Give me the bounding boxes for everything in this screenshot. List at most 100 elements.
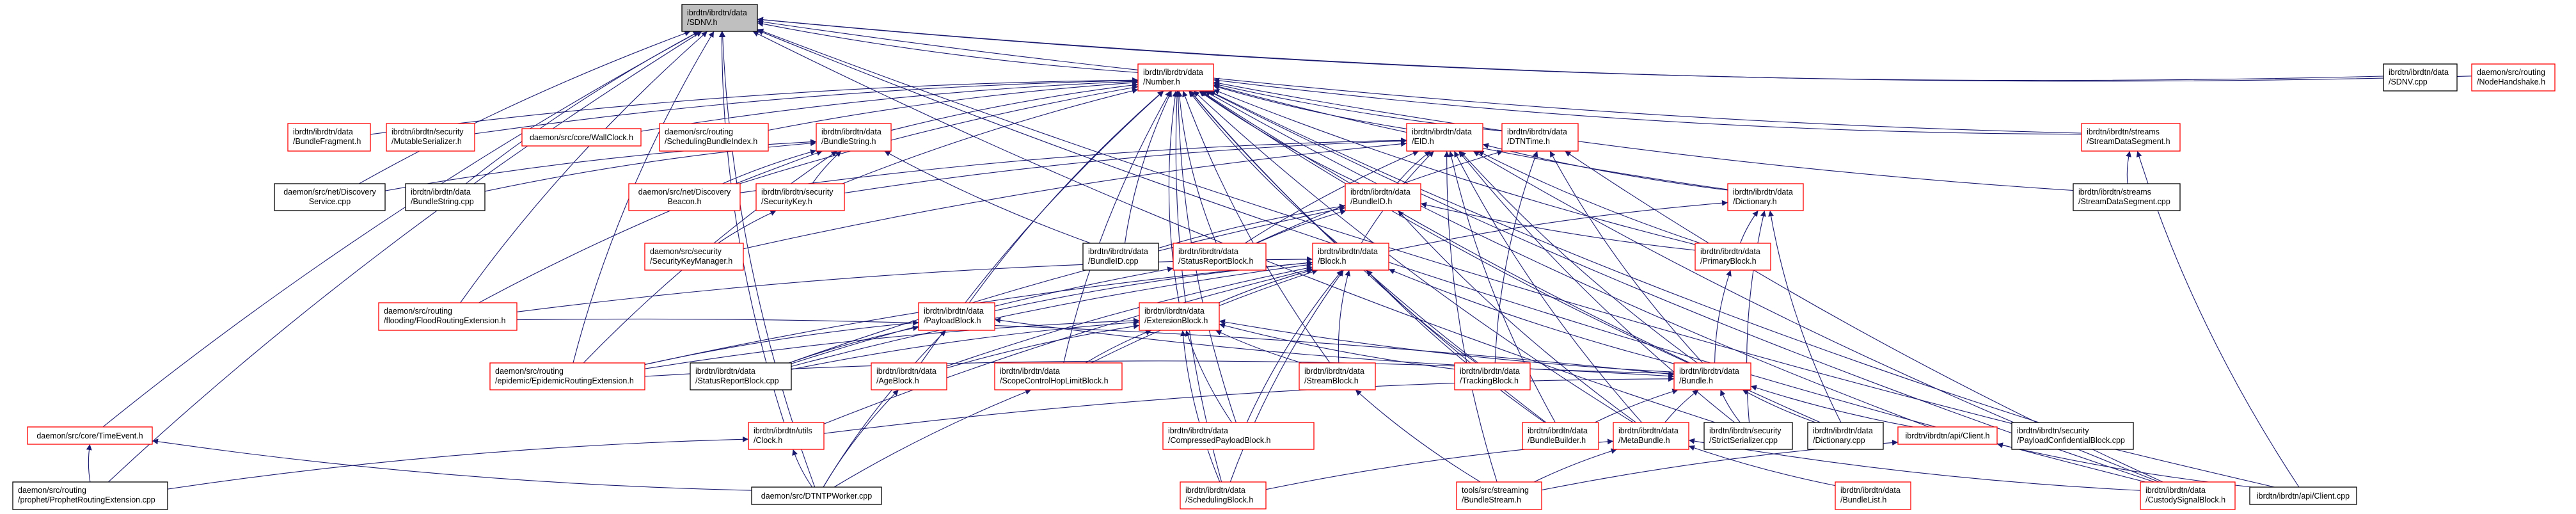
- node-label-line: ibrdtn/ibrdtn/security: [391, 127, 464, 136]
- node-schedulingblock-h[interactable]: ibrdtn/ibrdtn/data/SchedulingBlock.h: [1180, 481, 1267, 510]
- node-streamdataseg-h[interactable]: ibrdtn/ibrdtn/streams/StreamDataSegment.…: [2081, 123, 2181, 152]
- node-metabundle-h[interactable]: ibrdtn/ibrdtn/data/MetaBundle.h: [1613, 422, 1689, 450]
- node-bundle-h[interactable]: ibrdtn/ibrdtn/data/Bundle.h: [1673, 362, 1751, 390]
- node-bundlestring-h[interactable]: ibrdtn/ibrdtn/data/BundleString.h: [816, 123, 892, 152]
- node-bundleid-cpp[interactable]: ibrdtn/ibrdtn/data/BundleID.cpp: [1082, 243, 1159, 271]
- node-prophet-cpp[interactable]: daemon/src/routing/prophet/ProphetRoutin…: [12, 481, 168, 510]
- node-label-line: /flooding/FloodRoutingExtension.h: [384, 316, 505, 325]
- node-bundlestring-cpp[interactable]: ibrdtn/ibrdtn/data/BundleString.cpp: [405, 183, 486, 211]
- edge-custodysignal_h-to-sdnv_h: [757, 29, 2146, 483]
- node-label-line: ibrdtn/ibrdtn/data: [821, 127, 881, 136]
- node-wallclock-h[interactable]: daemon/src/core/WallClock.h: [521, 128, 642, 147]
- node-box: [2081, 123, 2181, 152]
- edge-primaryblock_h-to-bundleid_h: [1420, 202, 1696, 251]
- node-label-line: /BundleString.h: [821, 137, 876, 146]
- node-compressed-h[interactable]: ibrdtn/ibrdtn/data/CompressedPayloadBloc…: [1162, 422, 1315, 450]
- node-number-h[interactable]: ibrdtn/ibrdtn/data/Number.h: [1137, 63, 1214, 92]
- node-statusreportblock-h[interactable]: ibrdtn/ibrdtn/data/StatusReportBlock.h: [1173, 243, 1267, 271]
- node-box: [1312, 243, 1389, 271]
- node-timeevent-h[interactable]: daemon/src/core/TimeEvent.h: [27, 426, 153, 445]
- node-label-line: /AgeBlock.h: [876, 376, 919, 385]
- node-payloadblock-h[interactable]: ibrdtn/ibrdtn/data/PayloadBlock.h: [918, 302, 995, 331]
- edge-payloadblock_h-to-number_h: [968, 90, 1164, 303]
- node-bundleid-h[interactable]: ibrdtn/ibrdtn/data/BundleID.h: [1345, 183, 1421, 211]
- node-label-line: ibrdtn/ibrdtn/data: [687, 8, 747, 17]
- node-scopecontrol-h[interactable]: ibrdtn/ibrdtn/data/ScopeControlHopLimitB…: [994, 362, 1123, 390]
- node-dtntime-h[interactable]: ibrdtn/ibrdtn/data/DTNTime.h: [1501, 123, 1579, 152]
- node-label-line: /StreamBlock.h: [1304, 376, 1359, 385]
- node-trackingblock-h[interactable]: ibrdtn/ibrdtn/data/TrackingBlock.h: [1454, 362, 1531, 390]
- edge-dtntpworker_cpp-to-ageblock_h: [823, 389, 899, 488]
- edge-primaryblock_h-to-number_h: [1213, 89, 1696, 245]
- node-label-line: daemon/src/routing: [665, 127, 733, 136]
- edge-bundlestring_h-to-number_h: [890, 82, 1139, 131]
- node-box: [274, 183, 386, 211]
- node-schedidx-h[interactable]: daemon/src/routing/SchedulingBundleIndex…: [659, 123, 769, 152]
- node-dictionary-h[interactable]: ibrdtn/ibrdtn/data/Dictionary.h: [1727, 183, 1804, 211]
- node-label-line: ibrdtn/ibrdtn/data: [1460, 367, 1520, 376]
- node-box: [1406, 123, 1483, 152]
- node-label-line: /PrimaryBlock.h: [1700, 257, 1757, 266]
- node-label-line: daemon/src/core/WallClock.h: [530, 133, 633, 142]
- node-label-line: ibrdtn/ibrdtn/data: [1000, 367, 1060, 376]
- node-extensionblock-h[interactable]: ibrdtn/ibrdtn/data/ExtensionBlock.h: [1139, 302, 1220, 331]
- edge-nodehandshake_h-to-sdnv_h: [757, 17, 2472, 82]
- edge-clock_h-to-block_h: [823, 267, 1313, 424]
- node-primaryblock-h[interactable]: ibrdtn/ibrdtn/data/PrimaryBlock.h: [1695, 243, 1771, 271]
- node-label-line: /Dictionary.cpp: [1813, 436, 1865, 445]
- node-streamblock-h[interactable]: ibrdtn/ibrdtn/data/StreamBlock.h: [1299, 362, 1376, 390]
- node-bundlestream-h[interactable]: tools/src/streaming/BundleStream.h: [1456, 481, 1542, 510]
- edge-epidemic_h-to-payloadblock_h: [644, 319, 919, 365]
- node-label-line: /BundleID.cpp: [1088, 257, 1139, 266]
- node-label-line: ibrdtn/ibrdtn/data: [1733, 188, 1793, 197]
- edge-bundle_h-to-extensionblock_h: [1219, 319, 1675, 373]
- node-payloadconf-cpp[interactable]: ibrdtn/ibrdtn/security/PayloadConfidenti…: [2011, 422, 2134, 450]
- edge-streamblock_h-to-number_h: [1182, 90, 1331, 364]
- node-clock-h[interactable]: ibrdtn/ibrdtn/utils/Clock.h: [748, 422, 825, 450]
- node-label-line: ibrdtn/ibrdtn/data: [1840, 486, 1900, 495]
- edge-bundleid_cpp-to-number_h: [1124, 90, 1173, 244]
- node-ageblock-h[interactable]: ibrdtn/ibrdtn/data/AgeBlock.h: [871, 362, 947, 390]
- node-label-line: ibrdtn/ibrdtn/streams: [2078, 188, 2151, 197]
- node-box: [27, 426, 153, 445]
- node-box: [690, 362, 792, 390]
- edge-floodrouting_h-to-bundlestring_h: [478, 150, 823, 303]
- edge-bundle_h-to-eid_h: [1460, 150, 1698, 364]
- node-label-line: /BundleFragment.h: [293, 137, 361, 146]
- node-strictserializer-cpp[interactable]: ibrdtn/ibrdtn/security/StrictSerializer.…: [1703, 422, 1793, 450]
- node-client-cpp[interactable]: ibrdtn/ibrdtn/api/Client.cpp: [2249, 486, 2357, 505]
- node-eid-h[interactable]: ibrdtn/ibrdtn/data/EID.h: [1406, 123, 1483, 152]
- node-statusreportblock-cpp[interactable]: ibrdtn/ibrdtn/data/StatusReportBlock.cpp: [690, 362, 792, 390]
- node-sdnv-cpp[interactable]: ibrdtn/ibrdtn/data/SDNV.cpp: [2383, 63, 2458, 92]
- node-nodehandshake-h[interactable]: daemon/src/routing/NodeHandshake.h: [2471, 63, 2556, 92]
- node-securitykey-h[interactable]: ibrdtn/ibrdtn/security/SecurityKey.h: [755, 183, 845, 211]
- node-label-line: ibrdtn/ibrdtn/data: [1813, 426, 1873, 435]
- node-label-line: ibrdtn/ibrdtn/data: [1412, 127, 1472, 136]
- node-bundlebuilder-h[interactable]: ibrdtn/ibrdtn/data/BundleBuilder.h: [1522, 422, 1599, 450]
- node-bundlefragment-h[interactable]: ibrdtn/ibrdtn/data/BundleFragment.h: [287, 123, 371, 152]
- node-label-line: daemon/src/DTNTPWorker.cpp: [761, 492, 872, 501]
- node-label-line: /NodeHandshake.h: [2477, 77, 2545, 86]
- node-securitykeymanager-h[interactable]: daemon/src/security/SecurityKeyManager.h: [644, 243, 744, 271]
- edge-bundlebuilder_h-to-eid_h: [1448, 150, 1556, 423]
- node-streamdataseg-cpp[interactable]: ibrdtn/ibrdtn/streams/StreamDataSegment.…: [2073, 183, 2181, 211]
- node-epidemic-h[interactable]: daemon/src/routing/epidemic/EpidemicRout…: [489, 362, 645, 390]
- node-client-h[interactable]: ibrdtn/ibrdtn/api/Client.h: [1897, 426, 1998, 445]
- node-block-h[interactable]: ibrdtn/ibrdtn/data/Block.h: [1312, 243, 1389, 271]
- edge-payloadconf_cpp-to-number_h: [1209, 90, 2039, 423]
- node-label-line: /epidemic/EpidemicRoutingExtension.h: [495, 376, 634, 385]
- node-mutableserializer-h[interactable]: ibrdtn/ibrdtn/security/MutableSerializer…: [386, 123, 475, 152]
- node-box: [1501, 123, 1579, 152]
- edge-eid_h-to-number_h: [1213, 84, 1407, 129]
- node-layer: ibrdtn/ibrdtn/data/SDNV.hibrdtn/ibrdtn/d…: [12, 4, 2556, 510]
- node-dtntpworker-cpp[interactable]: daemon/src/DTNTPWorker.cpp: [751, 486, 882, 505]
- edge-discoverybeacon_h-to-number_h: [739, 84, 1139, 184]
- node-label-line: ibrdtn/ibrdtn/data: [1144, 307, 1205, 316]
- node-label-line: /Dictionary.h: [1733, 197, 1777, 206]
- node-floodrouting-h[interactable]: daemon/src/routing/flooding/FloodRouting…: [378, 302, 518, 331]
- node-custodysignal-h[interactable]: ibrdtn/ibrdtn/data/CustodySignalBlock.h: [2140, 481, 2236, 510]
- node-dictionary-cpp[interactable]: ibrdtn/ibrdtn/data/Dictionary.cpp: [1807, 422, 1884, 450]
- node-bundlelist-h[interactable]: ibrdtn/ibrdtn/data/BundleList.h: [1835, 481, 1911, 510]
